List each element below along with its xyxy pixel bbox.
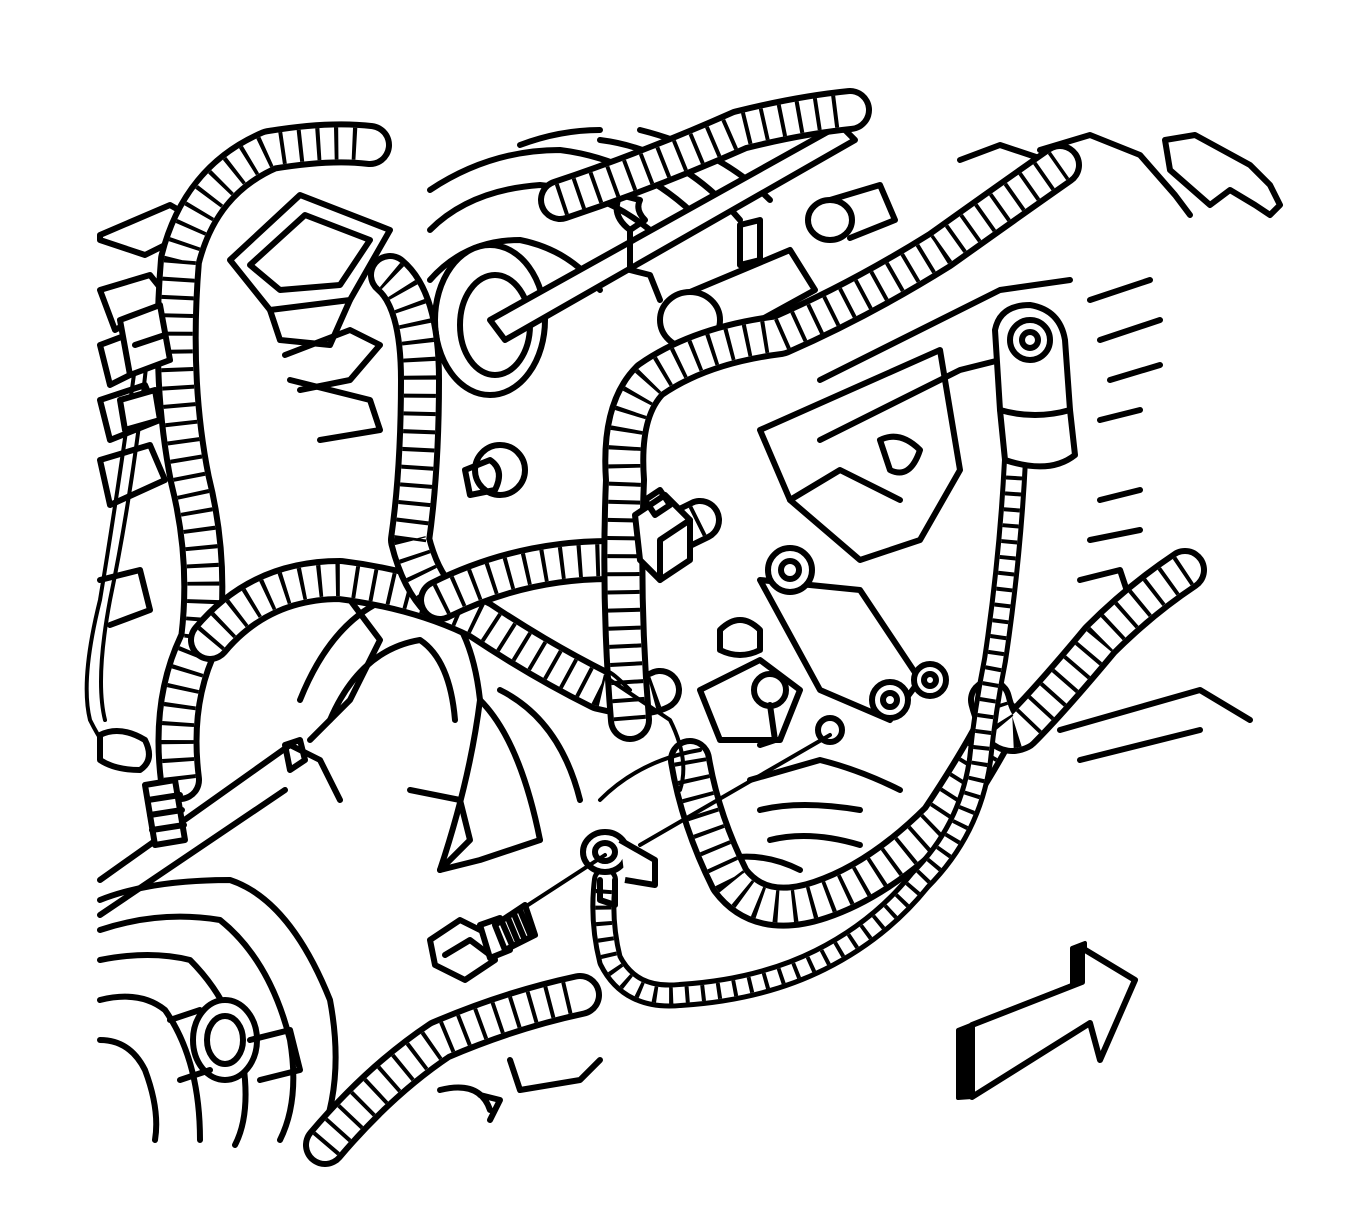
view-direction-arrow-icon bbox=[956, 941, 1138, 1100]
main-wiring-harness bbox=[154, 88, 1207, 1167]
ground-strap bbox=[590, 447, 1028, 1009]
ground-bolt-icon bbox=[427, 902, 538, 983]
eyelet-alignment-line bbox=[638, 733, 832, 847]
ground-eyelet bbox=[580, 829, 658, 908]
ground-terminal-icon bbox=[992, 302, 1078, 470]
connector-icon bbox=[632, 487, 693, 583]
oxygen-sensor-connector bbox=[97, 728, 188, 848]
left-connector-block bbox=[117, 302, 173, 433]
